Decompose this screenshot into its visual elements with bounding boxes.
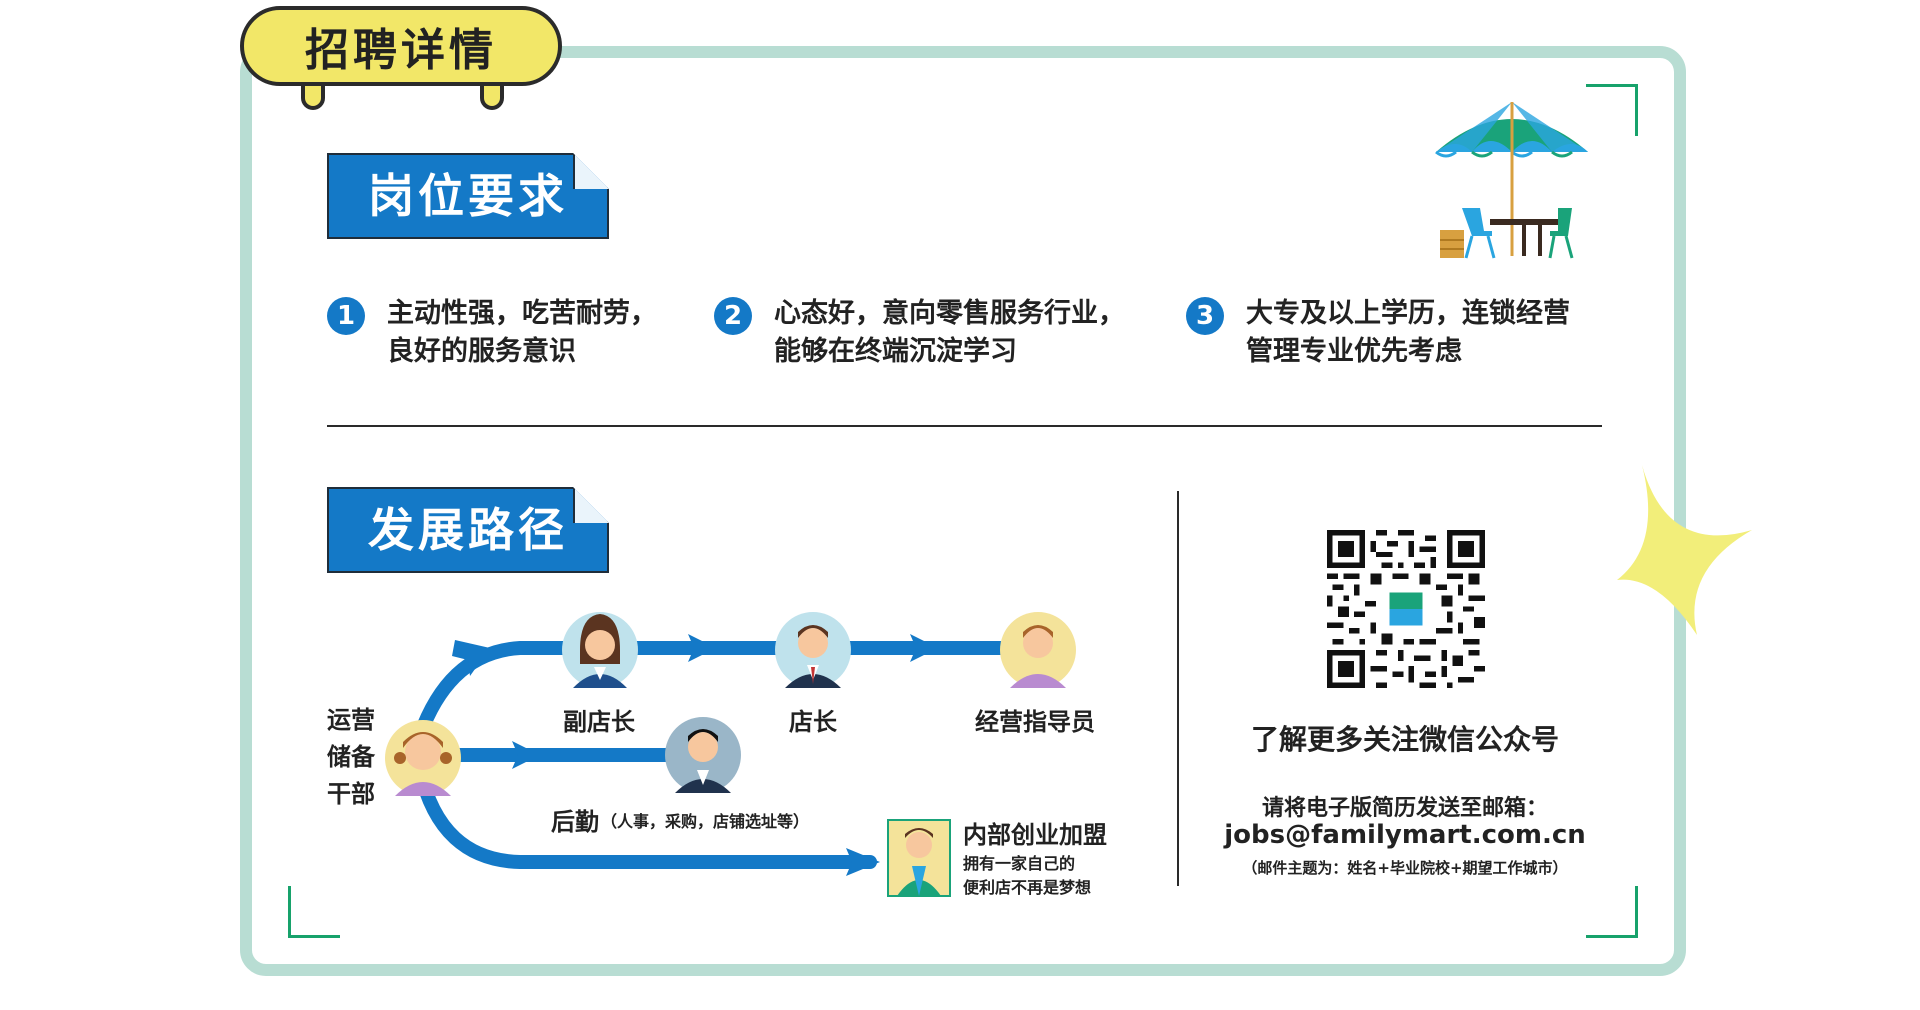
requirements-header-box xyxy=(327,153,609,239)
requirements-header: 岗位要求 xyxy=(327,153,609,239)
start-label-line-2: 储备 xyxy=(327,743,375,771)
path-header: 发展路径 xyxy=(327,487,609,573)
requirement-line: 大专及以上学历，连锁经营 xyxy=(1246,298,1570,329)
wechat-qr-code xyxy=(1327,530,1485,688)
deputy-manager-label: 副店长 xyxy=(563,708,635,736)
requirement-item-3: 3 大专及以上学历，连锁经营 管理专业优先考虑 xyxy=(1186,295,1570,371)
requirement-number-badge: 2 xyxy=(714,297,752,335)
path-title: 发展路径 xyxy=(368,503,568,557)
requirement-line: 管理专业优先考虑 xyxy=(1246,336,1462,367)
requirements-title: 岗位要求 xyxy=(368,169,568,223)
vertical-divider xyxy=(1177,491,1179,886)
franchise-line-2: 便利店不再是梦想 xyxy=(963,878,1092,897)
supervisor-label: 经营指导员 xyxy=(975,708,1095,736)
corner-bracket-bottom-right xyxy=(1586,886,1638,938)
requirement-line: 主动性强，吃苦耐劳， xyxy=(387,298,657,329)
requirement-text: 大专及以上学历，连锁经营 管理专业优先考虑 xyxy=(1246,295,1570,371)
corner-bracket-bottom-left xyxy=(288,886,340,938)
sparkle-star-icon xyxy=(1617,465,1752,635)
requirement-text: 主动性强，吃苦耐劳， 良好的服务意识 xyxy=(387,295,657,371)
franchise-title: 内部创业加盟 xyxy=(963,821,1107,849)
mail-intro: 请将电子版简历发送至邮箱： xyxy=(1261,796,1548,821)
requirement-item-1: 1 主动性强，吃苦耐劳， 良好的服务意识 xyxy=(327,295,657,371)
mail-subject-note: （邮件主题为：姓名+毕业院校+期望工作城市） xyxy=(1242,859,1568,877)
logistics-note: （人事，采购，店铺选址等） xyxy=(601,812,810,831)
path-header-box xyxy=(327,487,609,573)
umbrella-table-icon xyxy=(1435,102,1588,259)
requirement-number-badge: 3 xyxy=(1186,297,1224,335)
store-manager-label: 店长 xyxy=(789,708,837,736)
page-title-tag: 招聘详情 xyxy=(240,6,562,86)
qr-title: 了解更多关注微信公众号 xyxy=(1250,723,1559,756)
logistics-label: 后勤 xyxy=(551,808,599,836)
corner-bracket-top-right xyxy=(1586,84,1638,136)
start-label-line-3: 干部 xyxy=(327,780,375,808)
requirement-line: 良好的服务意识 xyxy=(387,336,576,367)
start-label-line-1: 运营 xyxy=(327,706,375,734)
section-divider xyxy=(327,425,1602,427)
page-title: 招聘详情 xyxy=(305,25,497,76)
requirement-item-2: 2 心态好，意向零售服务行业， 能够在终端沉淀学习 xyxy=(714,295,1125,371)
requirement-text: 心态好，意向零售服务行业， 能够在终端沉淀学习 xyxy=(774,295,1125,371)
franchise-line-1: 拥有一家自己的 xyxy=(963,854,1076,873)
email-address-link[interactable]: jobs@familymart.com.cn xyxy=(1224,820,1586,850)
requirement-line: 心态好，意向零售服务行业， xyxy=(774,298,1125,329)
requirement-number-badge: 1 xyxy=(327,297,365,335)
requirement-line: 能够在终端沉淀学习 xyxy=(774,336,1017,367)
